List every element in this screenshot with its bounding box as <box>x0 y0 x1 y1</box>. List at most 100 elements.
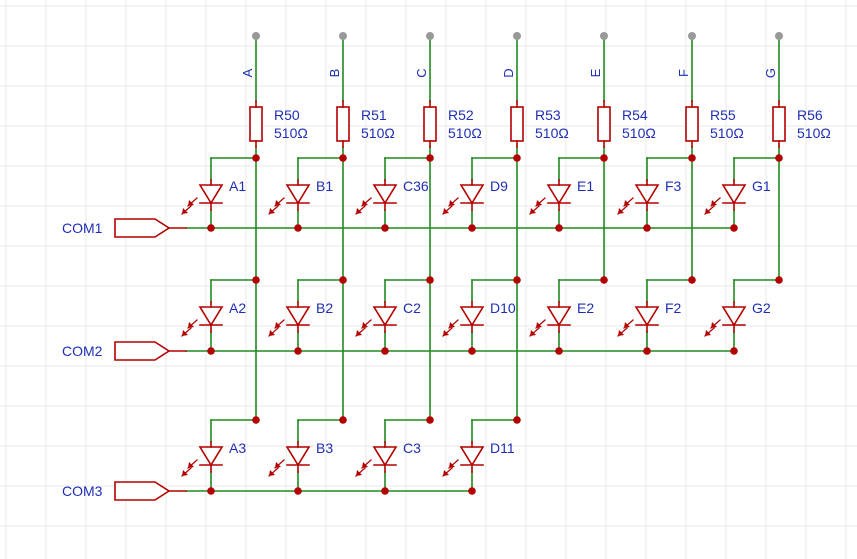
emission-arrowhead <box>449 322 455 328</box>
resistor-value: 510Ω <box>710 125 744 141</box>
junction-dot <box>381 224 389 232</box>
led-designator: B1 <box>316 178 333 194</box>
led-triangle <box>634 184 660 205</box>
resistor-designator: R55 <box>710 107 736 123</box>
led <box>704 301 747 337</box>
net-pin <box>513 32 521 40</box>
emission-arrowhead <box>536 322 542 328</box>
led-triangle <box>372 184 398 205</box>
net-label: E <box>588 68 603 77</box>
resistor-designator: R53 <box>535 107 561 123</box>
junction-dot <box>600 154 608 162</box>
junction-dot <box>600 276 608 284</box>
led-triangle <box>459 306 485 327</box>
emission-arrowhead <box>275 462 281 468</box>
led <box>704 179 747 215</box>
common-label: COM2 <box>62 343 103 359</box>
emission-arrowhead <box>624 200 630 206</box>
led-designator: A3 <box>229 440 246 456</box>
junction-dot <box>468 487 476 495</box>
emission-arrowhead <box>269 208 275 214</box>
junction-dot <box>513 416 521 424</box>
resistor-body <box>249 106 263 142</box>
junction-dot <box>468 224 476 232</box>
junction-dot <box>252 154 260 162</box>
led-designator: D11 <box>490 440 515 456</box>
emission-arrowhead <box>449 200 455 206</box>
led <box>442 441 485 477</box>
emission-arrowhead <box>275 322 281 328</box>
net-label: G <box>763 68 778 78</box>
net-pin <box>600 32 608 40</box>
emission-arrowhead <box>188 200 194 206</box>
common-label: COM1 <box>62 220 103 236</box>
emission-arrowhead <box>618 330 624 336</box>
resistor-designator: R56 <box>797 107 823 123</box>
led <box>355 441 398 477</box>
emission-arrowhead <box>188 322 194 328</box>
led-triangle <box>198 446 224 467</box>
led <box>268 179 311 215</box>
junction-dot <box>643 224 651 232</box>
led-designator: D10 <box>490 300 516 316</box>
junction-dot <box>730 224 738 232</box>
led-designator: E1 <box>577 178 594 194</box>
led <box>268 301 311 337</box>
led-triangle <box>459 184 485 205</box>
led-designator: E2 <box>577 300 594 316</box>
led-designator: C3 <box>403 440 421 456</box>
emission-arrowhead <box>711 200 717 206</box>
emission-arrowhead <box>443 208 449 214</box>
led <box>268 441 311 477</box>
junction-dot <box>730 347 738 355</box>
net-label: F <box>676 69 691 77</box>
emission-arrowhead <box>182 470 188 476</box>
junction-dot <box>426 416 434 424</box>
led-triangle <box>546 184 572 205</box>
net-label: C <box>414 68 429 77</box>
emission-arrowhead <box>624 322 630 328</box>
junction-dot <box>252 416 260 424</box>
resistor-designator: R52 <box>448 107 474 123</box>
led-designator: G2 <box>752 300 771 316</box>
emission-arrowhead <box>362 322 368 328</box>
resistor-value: 510Ω <box>622 125 656 141</box>
resistor-value: 510Ω <box>448 125 482 141</box>
led <box>529 301 572 337</box>
net-pin <box>339 32 347 40</box>
emission-arrowhead <box>705 330 711 336</box>
emission-arrowhead <box>443 470 449 476</box>
net-label: A <box>240 68 255 77</box>
net-pin <box>688 32 696 40</box>
emission-arrowhead <box>188 462 194 468</box>
junction-dot <box>207 224 215 232</box>
junction-dot <box>339 416 347 424</box>
led-triangle <box>285 306 311 327</box>
resistor-value: 510Ω <box>361 125 395 141</box>
junction-dot <box>207 347 215 355</box>
net-pin <box>252 32 260 40</box>
junction-dot <box>252 276 260 284</box>
junction-dot <box>294 347 302 355</box>
net-pin <box>426 32 434 40</box>
emission-arrowhead <box>182 208 188 214</box>
net-port <box>114 481 171 501</box>
emission-arrowhead <box>449 462 455 468</box>
resistor-value: 510Ω <box>535 125 569 141</box>
junction-dot <box>381 347 389 355</box>
led <box>355 179 398 215</box>
led <box>181 179 224 215</box>
led <box>617 301 660 337</box>
junction-dot <box>513 154 521 162</box>
led <box>442 179 485 215</box>
junction-dot <box>555 224 563 232</box>
led-designator: C2 <box>403 300 421 316</box>
led-designator: F2 <box>665 300 682 316</box>
net-label: D <box>501 68 516 77</box>
net-port <box>114 341 171 361</box>
emission-arrowhead <box>530 208 536 214</box>
emission-arrowhead <box>362 462 368 468</box>
junction-dot <box>339 154 347 162</box>
